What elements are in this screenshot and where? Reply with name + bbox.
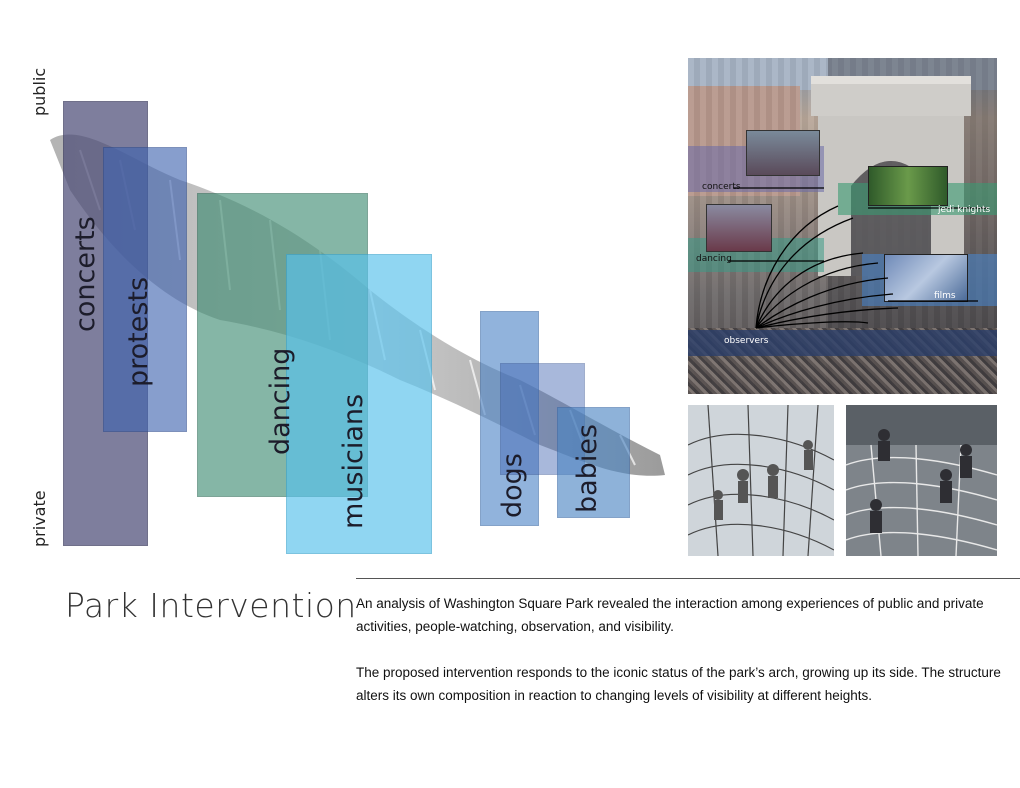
bar-protests (103, 147, 187, 432)
bar-label-babies: babies (572, 423, 603, 513)
bar-babies (557, 407, 630, 518)
inset-photo-jedi (868, 166, 948, 206)
bar-label-concerts: concerts (70, 216, 101, 332)
photo-label-observers: observers (724, 336, 769, 346)
sculpture-photo-left (688, 405, 834, 556)
paragraph-analysis: An analysis of Washington Square Park re… (356, 596, 984, 634)
inset-photo-concerts (746, 130, 820, 176)
photo-label-dancing: dancing (696, 254, 732, 264)
park-photo-main: concerts jedi knights dancing films obse… (688, 58, 997, 394)
bar-dogs (480, 311, 539, 526)
photo-label-jedi-knights: jedi knights (938, 205, 991, 215)
bar-label-protests: protests (123, 276, 154, 387)
bar-label-dogs: dogs (497, 453, 528, 518)
axis-label-private: private (30, 490, 49, 547)
photo-label-concerts: concerts (702, 182, 741, 192)
bar-musicians (286, 254, 432, 554)
bar-label-dancing: dancing (265, 347, 296, 455)
inset-photo-dancing (706, 204, 772, 252)
divider-rule (356, 578, 1020, 579)
axis-label-public: public (30, 67, 49, 116)
page-title: Park Intervention (65, 586, 357, 625)
bar-label-musicians: musicians (338, 393, 369, 529)
sight-lines (728, 187, 988, 329)
sculpture-photo-right (846, 405, 997, 556)
inset-photo-films (884, 254, 968, 302)
paragraph-proposal: The proposed intervention responds to th… (356, 665, 1001, 703)
photo-label-films: films (934, 291, 956, 301)
band-observers (688, 330, 997, 356)
